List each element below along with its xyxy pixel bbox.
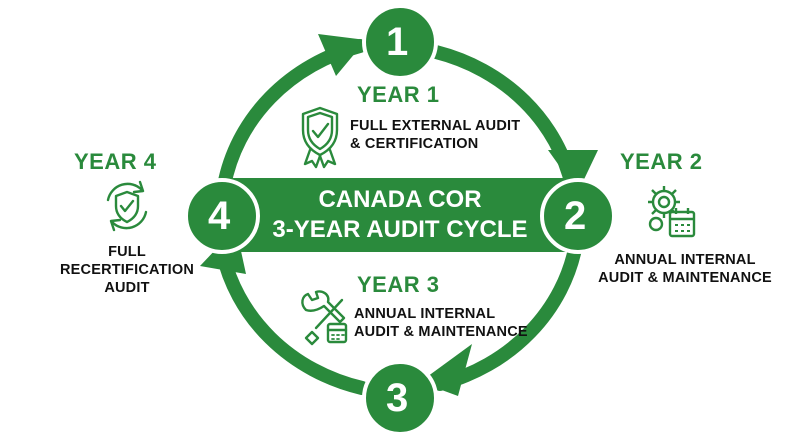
center-banner	[232, 178, 568, 252]
step-number-2: 2	[564, 194, 587, 238]
step-number-3: 3	[386, 376, 409, 420]
center-title-line-1: CANADA COR	[318, 186, 482, 213]
year-4-caption-line-3: AUDIT	[104, 280, 150, 296]
year-4-caption-line-2: RECERTIFICATION	[59, 262, 195, 278]
year-1-caption-line-1: FULL EXTERNAL AUDIT	[350, 118, 521, 134]
arrowhead-to-2	[548, 150, 598, 192]
badge-3	[362, 360, 438, 436]
step-number-4: 4	[208, 194, 231, 238]
badge-2	[540, 178, 616, 254]
year-3-caption-line-2: AUDIT & MAINTENANCE	[354, 324, 528, 340]
shield-certificate-icon	[301, 106, 339, 169]
year-3-caption: ANNUAL INTERNAL AUDIT & MAINTENANCE	[354, 305, 528, 341]
year-1-caption-line-2: & CERTIFICATION	[350, 136, 479, 152]
shield-refresh-icon	[106, 180, 148, 232]
year-2-caption-line-2: AUDIT & MAINTENANCE	[598, 270, 772, 286]
year-2-caption-line-1: ANNUAL INTERNAL	[614, 252, 756, 268]
year-4-label: YEAR 4	[74, 149, 157, 174]
center-title-line-2: 3-YEAR AUDIT CYCLE	[272, 216, 528, 243]
year-2-caption: ANNUAL INTERNAL AUDIT & MAINTENANCE	[594, 251, 776, 287]
year-3-label: YEAR 3	[357, 272, 440, 297]
year-2-label: YEAR 2	[620, 149, 703, 174]
badge-4	[184, 178, 260, 254]
year-1-caption: FULL EXTERNAL AUDIT & CERTIFICATION	[350, 117, 520, 153]
step-number-1: 1	[386, 20, 409, 64]
badge-1	[362, 4, 438, 80]
year-3-caption-line-1: ANNUAL INTERNAL	[354, 306, 496, 322]
arc-2-to-3	[433, 237, 583, 391]
gear-calendar-icon	[648, 186, 696, 238]
year-1-label: YEAR 1	[357, 82, 440, 107]
year-4-caption: FULL RECERTIFICATION AUDIT	[52, 243, 202, 297]
arrowhead-to-1	[318, 34, 366, 76]
tools-calendar-icon	[301, 290, 348, 346]
year-4-caption-line-1: FULL	[108, 244, 146, 260]
arc-3-to-4	[215, 243, 369, 395]
